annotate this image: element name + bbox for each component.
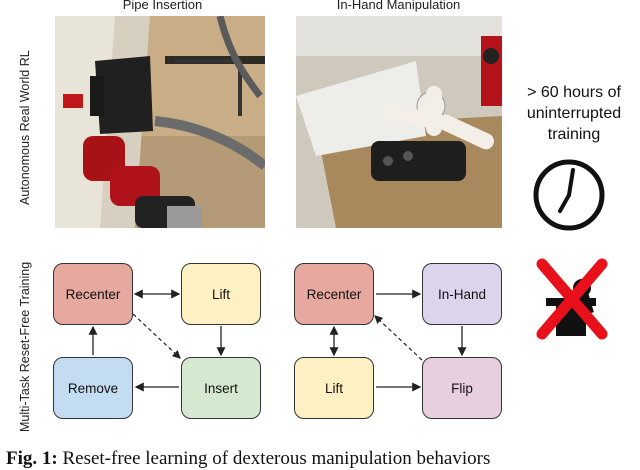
node-inhand-right: In-Hand xyxy=(422,263,502,325)
no-human-reset-icon xyxy=(536,258,608,340)
node-lift-right: Lift xyxy=(294,357,374,419)
pipe-insertion-title: Pipe Insertion xyxy=(122,0,203,12)
node-recenter-left: Recenter xyxy=(53,263,133,325)
clock-icon xyxy=(530,156,608,234)
note-line-2: uninterrupted xyxy=(526,105,622,122)
node-insert-left: Insert xyxy=(181,357,261,419)
node-recenter-right: Recenter xyxy=(294,263,374,325)
pipe-insertion-photo xyxy=(55,16,265,228)
figure-caption: Fig. 1: Reset-free learning of dexterous… xyxy=(6,448,640,470)
note-line-1: > 60 hours of xyxy=(527,84,621,101)
in-hand-manipulation-photo xyxy=(296,16,502,228)
caption-text: Reset-free learning of dexterous manipul… xyxy=(57,448,491,469)
node-flip-right: Flip xyxy=(422,357,502,419)
node-lift-left: Lift xyxy=(181,263,261,325)
training-duration-note: > 60 hours of uninterrupted training xyxy=(518,82,630,145)
caption-prefix: Fig. 1: xyxy=(6,448,58,469)
in-hand-manipulation-title: In-Hand Manipulation xyxy=(336,0,461,12)
node-remove-left: Remove xyxy=(53,357,133,419)
note-line-3: training xyxy=(547,126,601,143)
